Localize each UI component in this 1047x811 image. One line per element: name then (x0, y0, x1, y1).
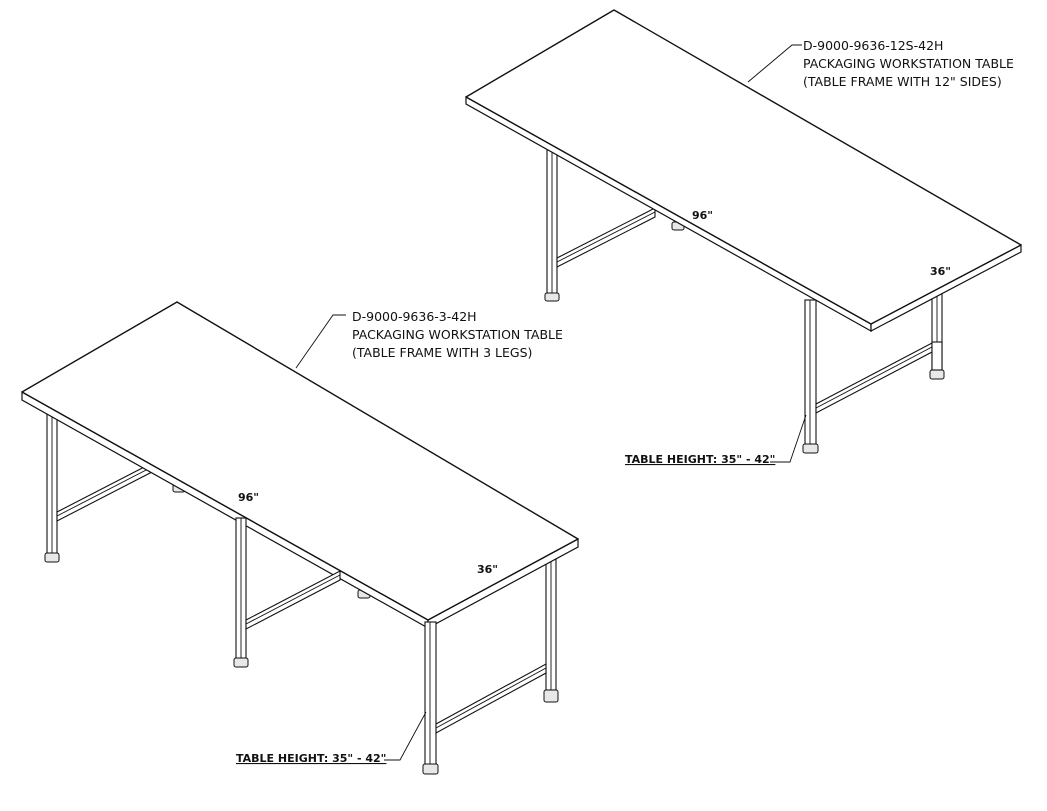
back-right-leg (543, 554, 559, 703)
front-leg (802, 299, 819, 454)
back-crossbar (556, 207, 656, 268)
frame-note: (TABLE FRAME WITH 12" SIDES) (803, 74, 1002, 89)
part-number: D-9000-9636-12S-42H (803, 38, 943, 53)
front-right-leg (931, 341, 943, 371)
height-dimension: TABLE HEIGHT: 35" - 42" (236, 752, 386, 765)
part-number: D-9000-9636-3-42H (352, 309, 477, 324)
part-description: PACKAGING WORKSTATION TABLE (803, 56, 1014, 71)
table-3-legs: D-9000-9636-3-42H PACKAGING WORKSTATION … (21, 301, 579, 775)
table-top (465, 9, 1022, 333)
back-crossbar (56, 462, 153, 522)
back-leg (44, 409, 60, 563)
part-leader (295, 314, 346, 369)
table-12s: D-9000-9636-12S-42H PACKAGING WORKSTATIO… (465, 9, 1022, 466)
back-leg (544, 149, 560, 302)
middle-crossbar (245, 570, 341, 630)
width-dimension: 36" (477, 563, 498, 576)
height-dimension: TABLE HEIGHT: 35" - 42" (625, 453, 775, 466)
length-dimension: 96" (238, 491, 259, 504)
front-leg (422, 621, 439, 775)
front-crossbar (435, 663, 547, 734)
front-crossbar (815, 342, 933, 414)
part-leader (747, 44, 802, 83)
width-dimension: 36" (930, 265, 951, 278)
part-description: PACKAGING WORKSTATION TABLE (352, 327, 563, 342)
height-leader (384, 711, 427, 761)
height-leader (770, 414, 807, 463)
middle-leg (233, 517, 249, 668)
frame-note: (TABLE FRAME WITH 3 LEGS) (352, 345, 532, 360)
length-dimension: 96" (692, 209, 713, 222)
